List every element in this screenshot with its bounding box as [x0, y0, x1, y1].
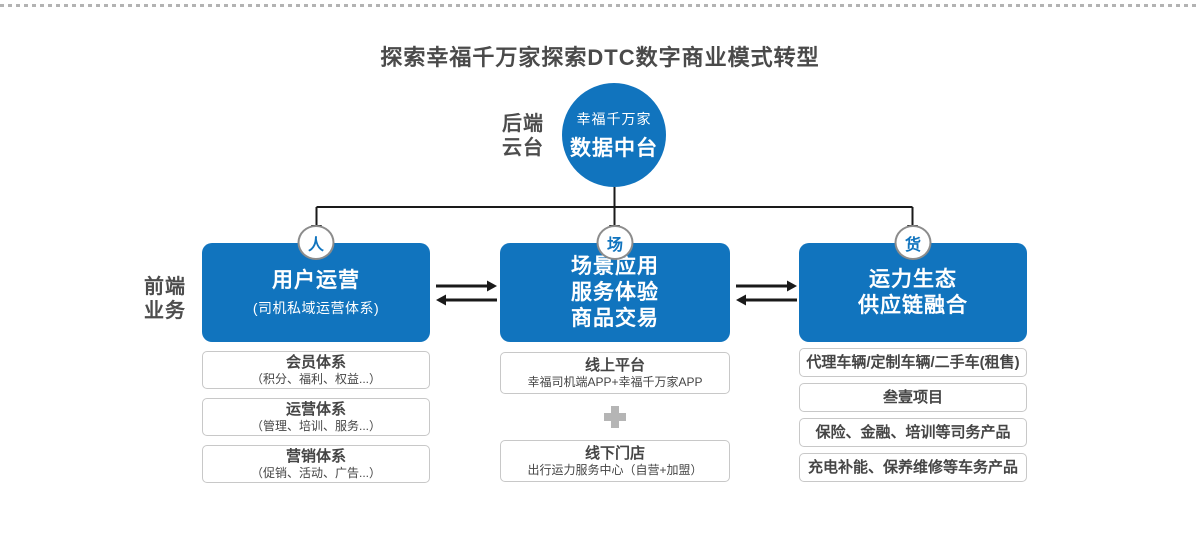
list-item-driver-products: 保险、金融、培训等司务产品 — [799, 418, 1027, 447]
column-user-operations: 人 用户运营 (司机私域运营体系) 会员体系 （积分、福利、权益...） 运营体… — [202, 225, 430, 483]
box-title-line: 服务体验 — [571, 280, 659, 304]
data-circle-title: 数据中台 — [570, 136, 658, 160]
list-item-operation: 运营体系 （管理、培训、服务...） — [202, 398, 430, 436]
list-item-vehicles: 代理车辆/定制车辆/二手车(租售) — [799, 348, 1027, 377]
list-item-vehicle-services: 充电补能、保养维修等车务产品 — [799, 453, 1027, 482]
user-operations-box: 用户运营 (司机私域运营体系) — [202, 243, 430, 342]
list-item-online-platform: 线上平台 幸福司机端APP+幸福千万家APP — [500, 352, 730, 394]
badge-person: 人 — [297, 225, 335, 260]
box-title-line: 商品交易 — [571, 306, 659, 330]
data-middle-platform-circle: 幸福千万家 数据中台 — [562, 83, 666, 187]
box-title-line: 场景应用 — [571, 254, 659, 278]
double-arrow-icon — [787, 280, 797, 292]
data-circle-subtitle: 幸福千万家 — [576, 110, 652, 127]
badge-scene: 场 — [596, 225, 634, 260]
list-item-membership: 会员体系 （积分、福利、权益...） — [202, 351, 430, 389]
plus-icon — [604, 406, 626, 428]
list-item-offline-store: 线下门店 出行运力服务中心（自营+加盟） — [500, 440, 730, 482]
box-title-line: 运力生态 — [869, 267, 957, 291]
box-subtitle: (司机私域运营体系) — [252, 299, 380, 316]
double-arrow-icon — [436, 294, 446, 306]
list-item-marketing: 营销体系 （促销、活动、广告...） — [202, 445, 430, 483]
frontend-business-label: 前端 业务 — [144, 276, 186, 322]
top-dashed-divider — [0, 4, 1200, 7]
box-title-line: 供应链融合 — [858, 293, 968, 317]
double-arrow-icon — [487, 280, 497, 292]
box-title: 用户运营 — [272, 268, 360, 292]
scene-application-box: 场景应用 服务体验 商品交易 — [500, 243, 730, 342]
column-capacity-ecosystem: 货 运力生态 供应链融合 代理车辆/定制车辆/二手车(租售) 叁壹项目 保险、金… — [799, 225, 1027, 482]
page-title: 探索幸福千万家探索DTC数字商业模式转型 — [380, 45, 820, 70]
backend-cloud-label: 后端 云台 — [502, 113, 544, 159]
double-arrow-icon — [736, 294, 746, 306]
list-item-sanyi-project: 叁壹项目 — [799, 383, 1027, 412]
column-scene-application: 场 场景应用 服务体验 商品交易 线上平台 幸福司机端APP+幸福千万家APP … — [500, 225, 730, 482]
badge-goods: 货 — [894, 225, 932, 260]
